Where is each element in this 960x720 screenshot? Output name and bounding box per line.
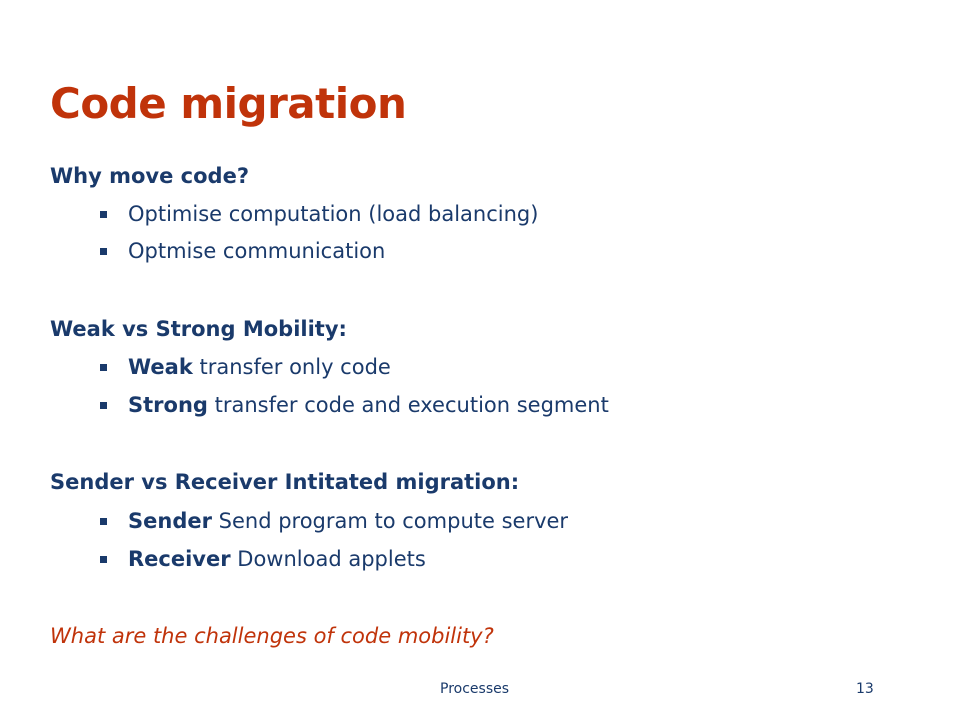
bullet-text: Optimise computation (load balancing) xyxy=(128,202,539,226)
bullet-strong-term: Weak xyxy=(128,355,193,379)
bullet-text: transfer only code xyxy=(192,355,391,379)
slide-title: Code migration xyxy=(50,79,407,128)
square-bullet-icon xyxy=(100,517,107,525)
bullet-item: Sender Send program to compute server xyxy=(100,507,568,535)
bullet-strong-term: Sender xyxy=(128,509,212,533)
bullet-item: Optimise computation (load balancing) xyxy=(100,200,538,228)
square-bullet-icon xyxy=(100,247,107,255)
bullet-text: Download applets xyxy=(230,547,426,571)
bullet-item: Receiver Download applets xyxy=(100,545,426,573)
section-heading-why-move-code: Why move code? xyxy=(50,164,249,188)
section-heading-migration: Sender vs Receiver Intitated migration: xyxy=(50,470,520,494)
bullet-text: Send program to compute server xyxy=(211,509,569,533)
bullet-strong-term: Receiver xyxy=(128,547,231,571)
closing-question: What are the challenges of code mobility… xyxy=(50,624,494,648)
section-heading-mobility: Weak vs Strong Mobility: xyxy=(50,317,347,341)
bullet-item: Optmise communication xyxy=(100,237,385,265)
bullet-item: Strong transfer code and execution segme… xyxy=(100,391,609,419)
bullet-text: Optmise communication xyxy=(128,239,386,263)
footer-label: Processes xyxy=(440,681,510,697)
bullet-strong-term: Strong xyxy=(128,393,208,417)
square-bullet-icon xyxy=(100,401,107,409)
page-number: 13 xyxy=(856,681,874,697)
square-bullet-icon xyxy=(100,210,107,218)
square-bullet-icon xyxy=(100,363,107,371)
square-bullet-icon xyxy=(100,555,107,563)
bullet-item: Weak transfer only code xyxy=(100,353,391,381)
bullet-text: transfer code and execution segment xyxy=(207,393,609,417)
